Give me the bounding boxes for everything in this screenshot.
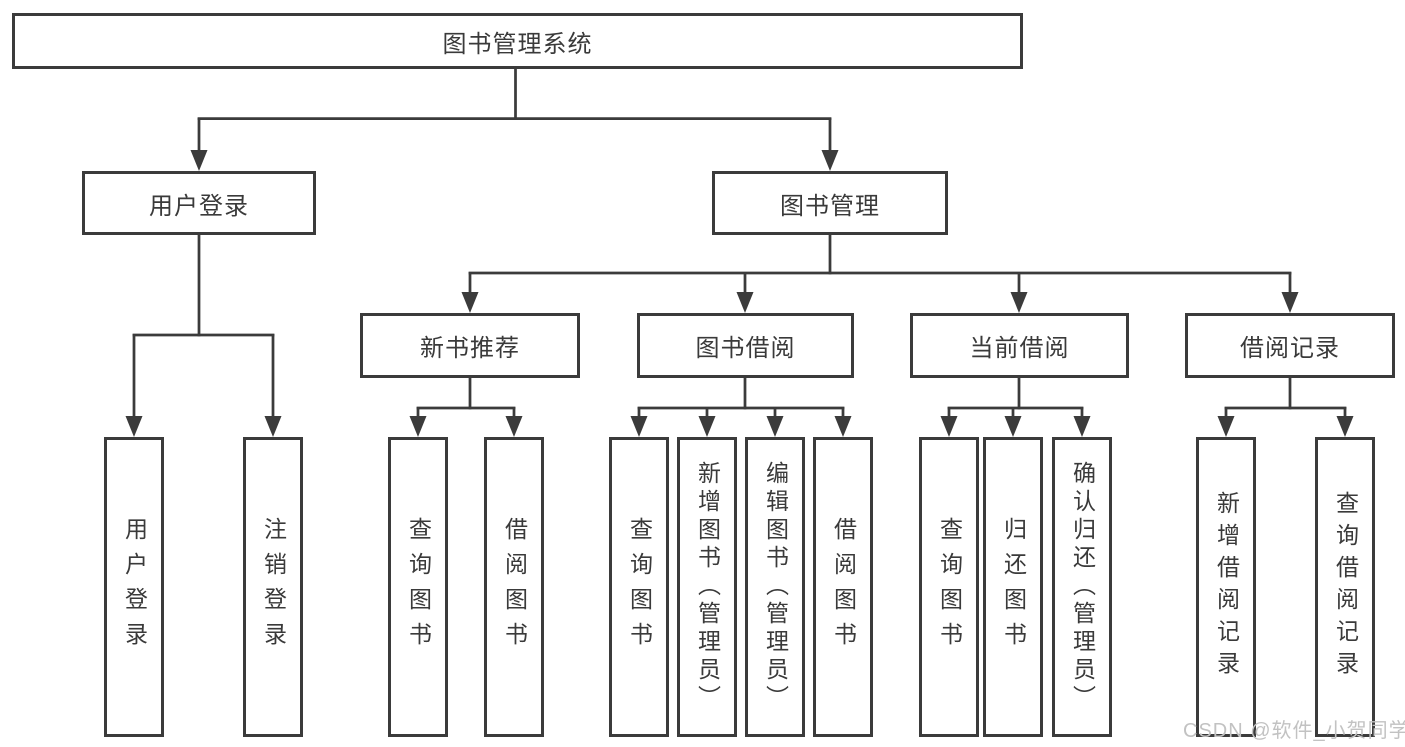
leaf-logout: 注销登录	[243, 437, 303, 737]
leaf-edit-book-admin: 编辑图书（管理员）	[745, 437, 805, 737]
leaf-query-books-current: 查询图书	[919, 437, 979, 737]
node-book-management-label: 图书管理	[780, 192, 880, 220]
leaf-add-book-admin: 新增图书（管理员）	[677, 437, 737, 737]
leaf-query-borrow-record: 查询借阅记录	[1315, 437, 1375, 737]
csdn-watermark: CSDN @软件_小贺同学	[1183, 720, 1405, 742]
leaf-query-books-current-label: 查询图书	[936, 517, 963, 657]
leaf-borrow-books-rec: 借阅图书	[484, 437, 544, 737]
leaf-borrow-books-label: 借阅图书	[830, 517, 857, 657]
node-current-borrow-label: 当前借阅	[969, 335, 1070, 362]
node-current-borrow: 当前借阅	[910, 313, 1129, 378]
leaf-add-borrow-record: 新增借阅记录	[1196, 437, 1256, 737]
arrowheads	[125, 150, 1354, 437]
node-book-borrow: 图书借阅	[637, 313, 854, 378]
leaf-query-borrow-record-label: 查询借阅记录	[1332, 491, 1359, 683]
leaf-return-book: 归还图书	[983, 437, 1043, 737]
leaf-query-books-rec-label: 查询图书	[405, 517, 432, 657]
leaf-add-borrow-record-label: 新增借阅记录	[1213, 491, 1240, 683]
node-user-login-label: 用户登录	[149, 192, 249, 220]
node-borrow-records-label: 借阅记录	[1240, 335, 1340, 362]
node-book-borrow-label: 图书借阅	[695, 335, 796, 362]
node-new-book-recommend-label: 新书推荐	[420, 335, 520, 362]
leaf-logout-label: 注销登录	[260, 517, 287, 657]
leaf-confirm-return-admin: 确认归还（管理员）	[1052, 437, 1112, 737]
node-library-system: 图书管理系统	[12, 13, 1023, 69]
node-new-book-recommend: 新书推荐	[360, 313, 580, 378]
node-user-login: 用户登录	[82, 171, 316, 235]
node-borrow-records: 借阅记录	[1185, 313, 1395, 378]
leaf-return-book-label: 归还图书	[1000, 517, 1027, 657]
leaf-query-books-rec: 查询图书	[388, 437, 448, 737]
leaf-user-login-label: 用户登录	[121, 517, 148, 657]
leaf-query-books-borrow: 查询图书	[609, 437, 669, 737]
leaf-user-login: 用户登录	[104, 437, 164, 737]
leaf-confirm-return-admin-label: 确认归还（管理员）	[1069, 461, 1096, 713]
leaf-edit-book-admin-label: 编辑图书（管理员）	[762, 461, 789, 713]
node-library-system-label: 图书管理系统	[442, 30, 593, 58]
leaf-borrow-books: 借阅图书	[813, 437, 873, 737]
leaf-borrow-books-rec-label: 借阅图书	[501, 517, 528, 657]
leaf-query-books-borrow-label: 查询图书	[626, 517, 653, 657]
node-book-management: 图书管理	[712, 171, 948, 235]
leaf-add-book-admin-label: 新增图书（管理员）	[694, 461, 721, 713]
